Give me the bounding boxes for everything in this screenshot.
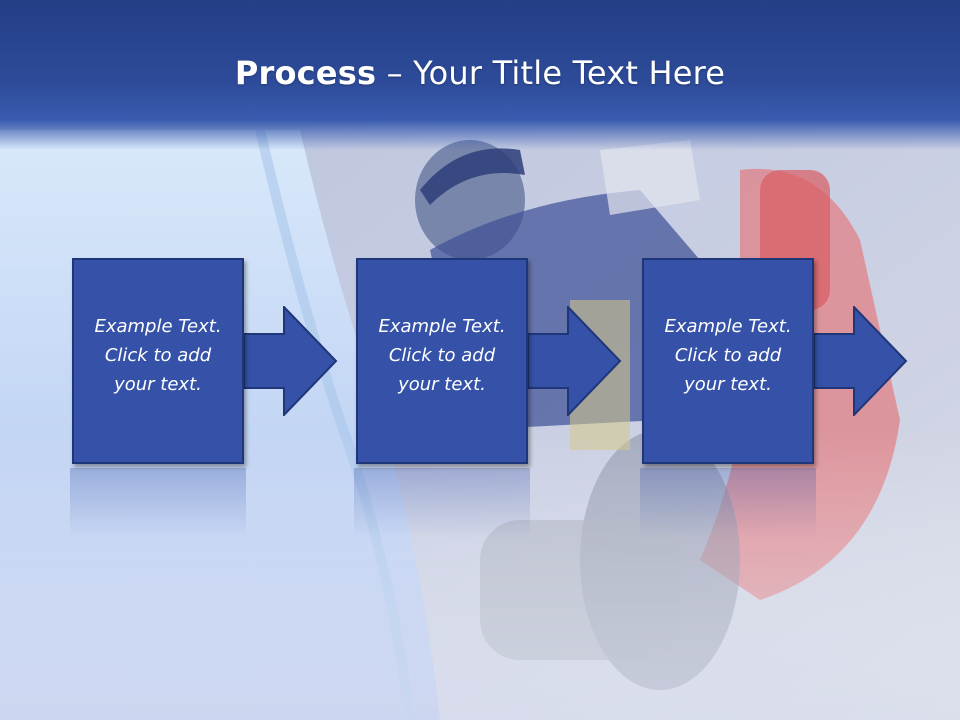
title-bold: Process xyxy=(234,54,377,92)
step-line-1: Example Text. xyxy=(664,316,792,337)
step-reflection xyxy=(70,468,246,538)
step-reflection xyxy=(354,468,530,538)
arrow-right-icon xyxy=(244,306,338,416)
process-step-2[interactable]: Example Text. Click to add your text. xyxy=(356,258,528,464)
step-line-3: your text. xyxy=(398,374,486,395)
step-text[interactable]: Example Text. Click to add your text. xyxy=(358,312,526,399)
step-line-2: Click to add xyxy=(104,345,212,366)
title-rest: – Your Title Text Here xyxy=(376,54,726,92)
step-line-2: Click to add xyxy=(388,345,496,366)
arrow-right-icon xyxy=(528,306,622,416)
step-line-3: your text. xyxy=(684,374,772,395)
step-text[interactable]: Example Text. Click to add your text. xyxy=(74,312,242,399)
step-line-1: Example Text. xyxy=(94,316,222,337)
process-step-1[interactable]: Example Text. Click to add your text. xyxy=(72,258,244,464)
step-line-3: your text. xyxy=(114,374,202,395)
title-bar xyxy=(0,0,960,150)
step-text[interactable]: Example Text. Click to add your text. xyxy=(644,312,812,399)
arrow-right-icon xyxy=(814,306,908,416)
slide-title[interactable]: Process – Your Title Text Here xyxy=(0,54,960,92)
step-line-2: Click to add xyxy=(674,345,782,366)
step-line-1: Example Text. xyxy=(378,316,506,337)
process-step-3[interactable]: Example Text. Click to add your text. xyxy=(642,258,814,464)
step-reflection xyxy=(640,468,816,538)
